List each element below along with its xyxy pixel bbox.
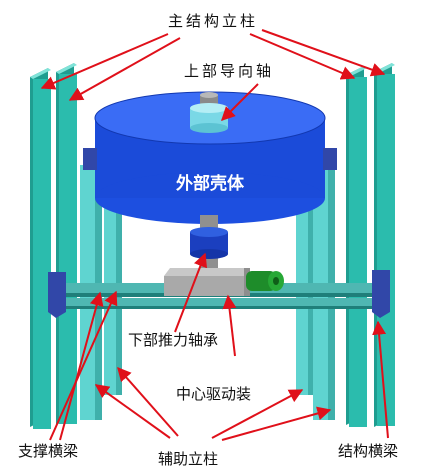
left-beam-bracket: [48, 272, 66, 318]
label-main-columns: 主结构立柱: [168, 12, 259, 30]
center-drive-unit: [164, 268, 284, 296]
callout-arrows: [40, 29, 389, 441]
upper-guide-shaft: [190, 92, 228, 133]
label-support-beam: 支撑横梁: [18, 442, 79, 460]
left-main-column-outer: [30, 68, 51, 429]
label-outer-shell: 外部壳体: [176, 174, 244, 194]
label-lower-thrust-bearing: 下部推力轴承: [128, 331, 219, 349]
label-structure-beam: 结构横梁: [338, 442, 399, 460]
label-upper-guide-shaft: 上部导向轴: [184, 62, 275, 80]
label-center-drive: 中心驱动装: [176, 385, 252, 403]
right-main-column-inner: [346, 66, 367, 427]
left-main-column-inner: [56, 63, 77, 425]
right-main-column-outer: [374, 63, 395, 427]
right-beam-bracket: [372, 270, 390, 318]
lower-thrust-bearing: [190, 215, 228, 275]
label-aux-columns: 辅助立柱: [158, 450, 219, 468]
